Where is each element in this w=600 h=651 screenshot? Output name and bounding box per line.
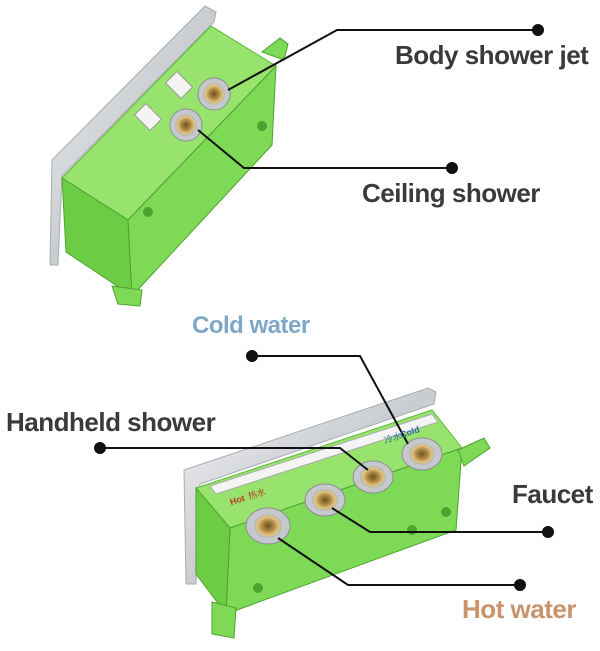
top-box-side-face — [127, 64, 277, 298]
bottom-mount-hole-2 — [407, 525, 417, 535]
callout-line-hot-water — [277, 537, 520, 586]
body-shower-jet-label: Body shower jet — [395, 40, 589, 70]
handheld-shower-label: Handheld shower — [6, 407, 216, 437]
top-sticker-1 — [164, 70, 194, 100]
bottom-cover-plate — [183, 387, 437, 585]
ceiling-shower-fitting — [169, 108, 203, 142]
top-sticker-2 — [133, 102, 163, 132]
callout-line-body-shower-jet — [227, 29, 538, 91]
bottom-sticker-strip — [209, 413, 439, 495]
body-shower-jet-fitting — [197, 77, 231, 111]
top-mount-tab-right — [260, 37, 289, 61]
callout-line-cold-water — [252, 355, 409, 445]
bottom-mount-tab-right — [457, 437, 491, 467]
callout-dot-ceiling-shower — [446, 162, 458, 174]
callout-dot-faucet — [542, 526, 554, 538]
top-mount-tab-bottom — [111, 285, 143, 307]
cold-water-label: Cold water — [192, 312, 310, 339]
callout-line-handheld-shower — [100, 447, 369, 471]
bottom-mount-tab-bottom — [211, 601, 237, 639]
callout-dot-body-shower-jet — [532, 24, 544, 36]
bottom-valve-box — [183, 387, 491, 639]
callout-dot-hot-water — [514, 579, 526, 591]
bottom-mount-hole-1 — [253, 583, 263, 593]
faucet-label: Faucet — [512, 479, 593, 509]
callout-dot-cold-water — [246, 350, 258, 362]
cold-water-fitting — [401, 437, 443, 471]
callout-line-ceiling-shower — [197, 129, 452, 169]
top-mount-hole-2 — [257, 121, 267, 131]
ceiling-shower-label: Ceiling shower — [362, 178, 540, 208]
top-mount-hole-1 — [143, 207, 153, 217]
callout-dot-handheld-shower — [94, 442, 106, 454]
top-cover-plate — [49, 5, 217, 266]
hot-water-label: Hot water — [462, 594, 576, 624]
handheld-shower-fitting — [352, 460, 394, 494]
faucet-fitting — [304, 483, 346, 517]
callout-line-faucet — [331, 507, 548, 533]
bottom-mount-hole-3 — [441, 507, 451, 517]
top-valve-box — [49, 5, 289, 307]
hot-water-fitting — [245, 507, 291, 545]
callouts — [94, 24, 554, 591]
